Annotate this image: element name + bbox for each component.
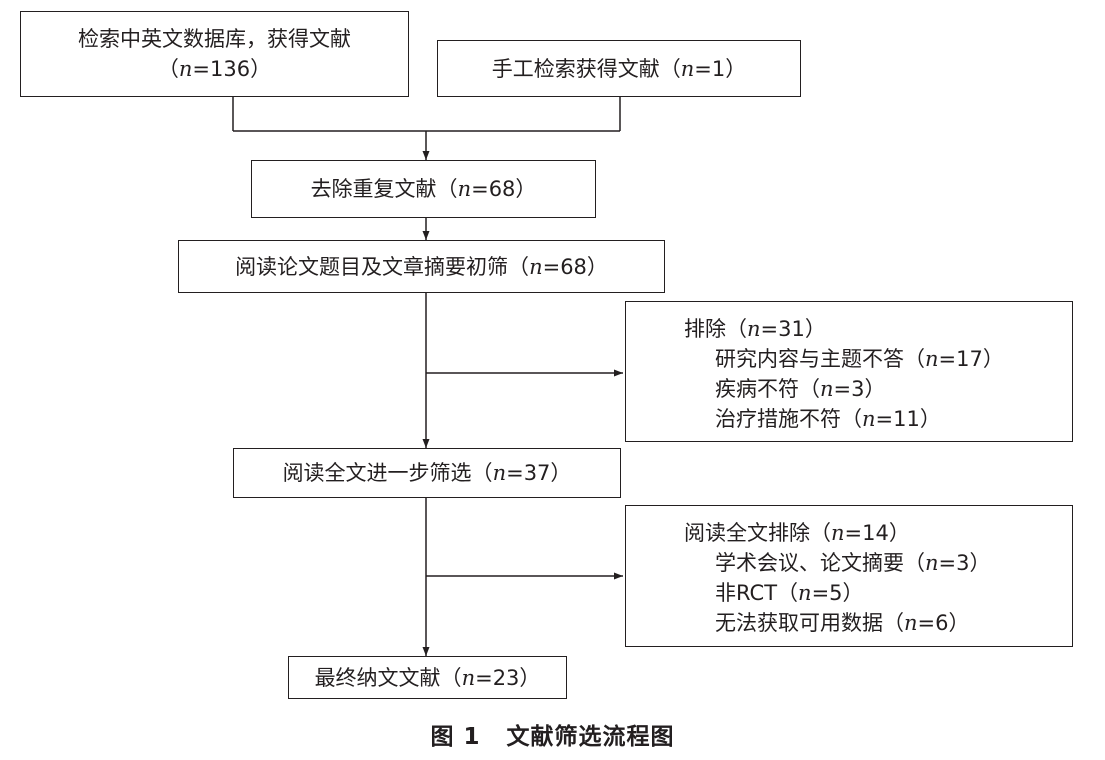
figure-title: 文献筛选流程图: [506, 724, 675, 750]
exclusion-1-header: 排除（n=31）: [684, 316, 826, 341]
database-search-label: 检索中英文数据库，获得文献: [78, 27, 351, 51]
manual-search-label: 手工检索获得文献（n=1）: [491, 56, 747, 81]
exclusion-1-item: 治疗措施不符（n=11）: [715, 406, 941, 431]
remove-duplicates-label: 去除重复文献（n=68）: [310, 177, 537, 201]
exclusion-2-item: 学术会议、论文摘要（n=3）: [715, 551, 991, 575]
box-exclusion-1: 排除（n=31） 研究内容与主题不答（n=17） 疾病不符（n=3） 治疗措施不…: [625, 301, 1073, 442]
exclusion-2-item: 非RCT（n=5）: [715, 581, 864, 605]
exclusion-2-item: 无法获取可用数据（n=6）: [715, 611, 970, 635]
figure-number: 图 1: [430, 724, 481, 750]
exclusion-1-item: 疾病不符（n=3）: [715, 376, 886, 401]
box-remove-duplicates: 去除重复文献（n=68）: [251, 160, 596, 218]
box-exclusion-2: 阅读全文排除（n=14） 学术会议、论文摘要（n=3） 非RCT（n=5） 无法…: [625, 505, 1073, 647]
exclusion-2-header: 阅读全文排除（n=14）: [684, 521, 910, 545]
box-fulltext-screening: 阅读全文进一步筛选（n=37）: [233, 448, 621, 498]
box-database-search: 检索中英文数据库，获得文献 （n=136）: [20, 11, 409, 97]
box-title-abstract-screening: 阅读论文题目及文章摘要初筛（n=68）: [178, 240, 665, 293]
fulltext-screening-label: 阅读全文进一步筛选（n=37）: [282, 461, 572, 485]
database-search-count: （n=136）: [157, 57, 272, 81]
box-manual-search: 手工检索获得文献（n=1）: [437, 40, 801, 97]
title-abstract-label: 阅读论文题目及文章摘要初筛（n=68）: [235, 254, 608, 279]
final-included-label: 最终纳文文献（n=23）: [314, 665, 541, 690]
figure-caption: 图 1 文献筛选流程图: [0, 717, 1105, 751]
exclusion-1-item: 研究内容与主题不答（n=17）: [715, 346, 1004, 371]
box-final-included: 最终纳文文献（n=23）: [288, 656, 567, 699]
